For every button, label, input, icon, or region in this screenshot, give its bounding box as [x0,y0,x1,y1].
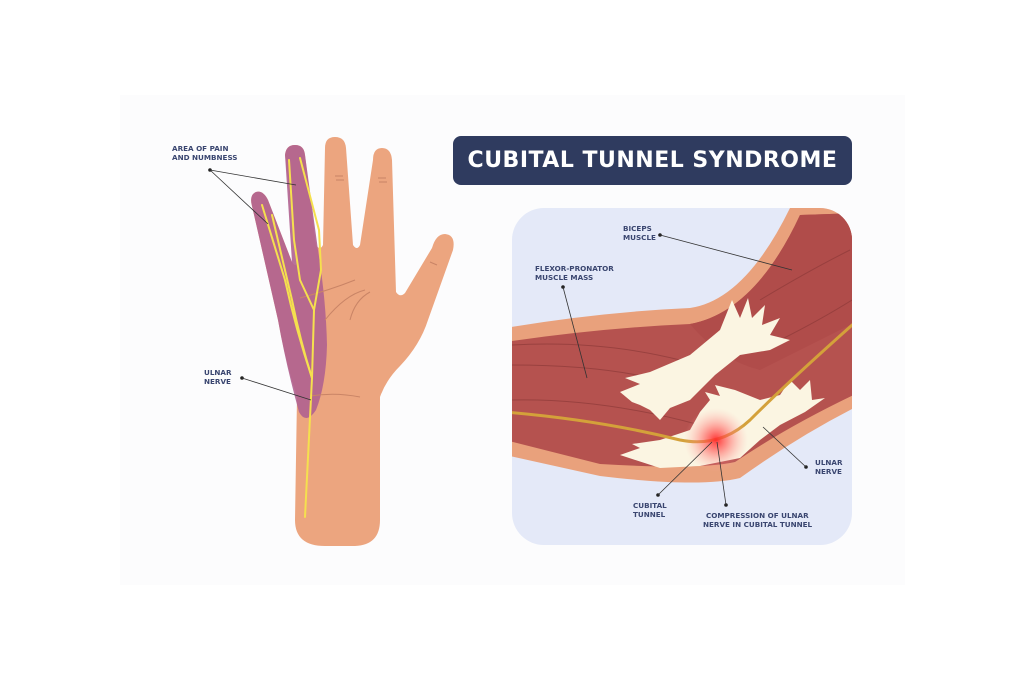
svg-text:NERVE: NERVE [204,377,231,386]
label-ulnar-nerve-hand: ULNAR NERVE [204,368,312,401]
svg-text:ULNAR: ULNAR [815,458,843,467]
elbow-panel [512,208,852,545]
svg-text:NERVE IN CUBITAL TUNNEL: NERVE IN CUBITAL TUNNEL [703,520,813,529]
tendon-upper [620,298,790,420]
page-title: CUBITAL TUNNEL SYNDROME [467,148,838,173]
compression-glow [684,408,748,472]
svg-text:CUBITAL: CUBITAL [633,501,667,510]
hand-illustration [251,137,454,546]
svg-text:TUNNEL: TUNNEL [633,510,666,519]
label-flexor-pronator: FLEXOR-PRONATOR MUSCLE MASS [535,264,614,379]
ulnar-nerve-hand [261,157,323,518]
label-cubital-tunnel: CUBITAL TUNNEL [633,441,713,519]
label-biceps-muscle: BICEPS MUSCLE [623,224,793,271]
svg-text:ULNAR: ULNAR [204,368,232,377]
svg-text:MUSCLE: MUSCLE [623,233,656,242]
svg-text:FLEXOR-PRONATOR: FLEXOR-PRONATOR [535,264,614,273]
svg-text:AREA OF PAIN: AREA OF PAIN [172,144,228,153]
title-banner: CUBITAL TUNNEL SYNDROME [453,136,852,185]
svg-text:AND NUMBNESS: AND NUMBNESS [172,153,237,162]
svg-text:BICEPS: BICEPS [623,224,652,233]
label-compression: COMPRESSION OF ULNAR NERVE IN CUBITAL TU… [703,441,813,529]
label-area-of-pain: AREA OF PAIN AND NUMBNESS [172,144,297,225]
svg-text:COMPRESSION OF ULNAR: COMPRESSION OF ULNAR [706,511,809,520]
svg-text:MUSCLE MASS: MUSCLE MASS [535,273,593,282]
affected-area [251,145,327,419]
svg-text:NERVE: NERVE [815,467,842,476]
label-ulnar-nerve-elbow: ULNAR NERVE [762,426,843,476]
palm-creases [299,175,438,398]
